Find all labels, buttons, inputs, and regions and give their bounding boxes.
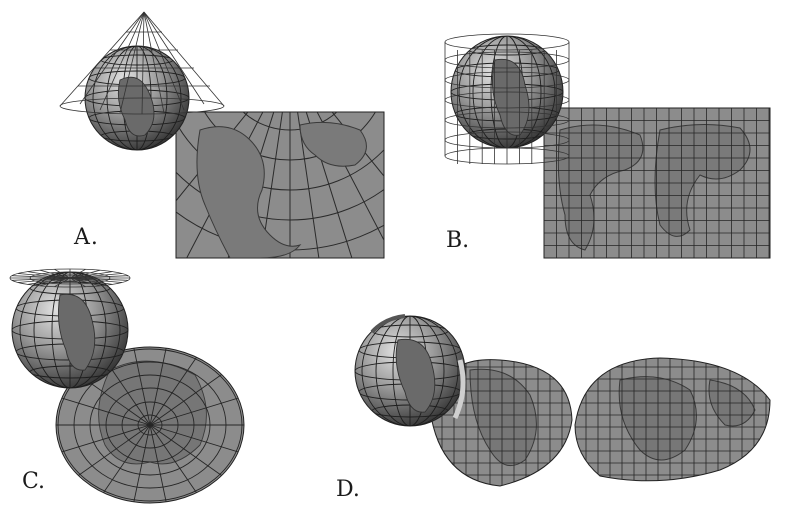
panel-d-map bbox=[429, 357, 771, 487]
panel-b-label: B. bbox=[446, 228, 469, 253]
panel-c-label: C. bbox=[22, 469, 45, 494]
panel-c-globe bbox=[11, 271, 129, 389]
panel-c-azimuthal: C. bbox=[9, 268, 245, 504]
panel-a-cone bbox=[59, 11, 225, 115]
panel-a-map bbox=[175, 111, 385, 259]
panel-b-map bbox=[543, 107, 771, 259]
panel-b-cylinder bbox=[444, 33, 570, 165]
panel-b-cylindrical: B. bbox=[444, 33, 771, 259]
panel-d-interrupted: D. bbox=[336, 314, 771, 502]
panel-d-label: D. bbox=[336, 477, 360, 502]
panel-c-plane bbox=[9, 268, 131, 288]
panel-c-map bbox=[55, 346, 245, 504]
panel-a-conic: A. bbox=[59, 11, 385, 259]
panel-a-label: A. bbox=[73, 225, 99, 250]
panel-d-globe bbox=[354, 314, 466, 427]
